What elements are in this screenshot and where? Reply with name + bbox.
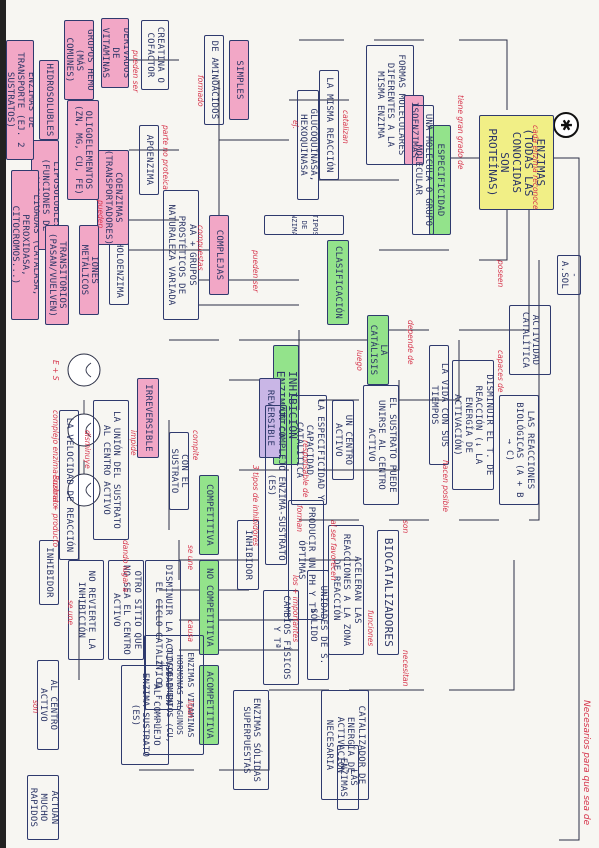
connector	[529, 260, 540, 521]
node-holoenzima: HOLOENZIMA	[109, 235, 129, 305]
link-label: son	[31, 700, 40, 714]
node-complejas: COMPLEJAS	[209, 215, 229, 295]
connector	[459, 210, 530, 331]
node-inhibidor-2: INHIBIDOR	[39, 540, 59, 605]
link-label: parte no proteica	[161, 125, 170, 190]
connector	[539, 157, 580, 841]
connector	[219, 700, 270, 771]
link-label: se une	[186, 545, 195, 571]
connector	[479, 210, 508, 261]
node-vitaminas-hidro: HIDROSOLUBLES	[39, 60, 59, 140]
node-union-sustrato: LA UNIÓN DEL SUSTRATO AL CENTRO ACTIVO	[93, 400, 129, 540]
link-label: Necesarios para que sea de	[581, 700, 591, 826]
node-sustrato-unirse: EL SUSTRATO PUEDE UNIRSE AL CENTRO ACTIV…	[363, 385, 399, 505]
node-actuan-rapido: ACTUAN MUCHO RAPIDOS	[27, 775, 59, 840]
node-misma-reaccion: LA MISMA REACCIÓN	[319, 70, 339, 180]
link-label: necesitan	[401, 650, 410, 687]
page-edge	[0, 0, 6, 848]
link-label: dando lugar a	[121, 540, 130, 593]
node-complejo-es: UN COMPLEJO ENZIMA-SUSTRATO (ES)	[265, 405, 287, 565]
node-catalasa: ENZIMAS SÓLIDAS SUPERPUESTAS	[233, 690, 269, 790]
link-label: disminuye	[83, 430, 92, 469]
link-label: Enzima + producto	[51, 475, 60, 548]
node-actividad-catalitica: ACTIVIDAD CATALÍTICA	[509, 305, 551, 375]
link-label: los + importantes	[291, 575, 300, 643]
link-label: pueden ser	[251, 250, 260, 293]
node-transitorios: TRANSITORIOS (pasan/vuelven)	[45, 225, 69, 325]
node-tipos-enzimas: TIPOS DE ENZIMAS	[264, 215, 344, 235]
node-grupo-hemo: GRUPOS HEMO (más comunes)	[64, 20, 94, 100]
node-cofactor: CREATINA O COFACTOR	[141, 20, 169, 90]
node-enzimas: ENZIMAS (todas las conocidas son proteín…	[479, 115, 554, 210]
enzyme-sketch	[85, 362, 92, 378]
node-simples: SIMPLES	[229, 40, 249, 120]
connector	[399, 340, 460, 401]
connector	[459, 39, 508, 110]
node-con-sustrato: CON EL SUSTRATO	[169, 432, 189, 510]
link-label: depende de	[406, 320, 415, 365]
link-label: forman	[295, 505, 304, 532]
node-apoenzima: APOENZIMA	[139, 125, 159, 195]
node-ligados: LIGADAS (Catalasa, Peroxidasa, citocromo…	[11, 170, 39, 320]
link-label: causa	[186, 620, 195, 642]
link-label: formado	[196, 75, 205, 107]
node-velocidad-reaccion: LA VELOCIDAD DE REACCIÓN	[59, 410, 79, 560]
link-label: tiene gran grado de	[456, 95, 465, 170]
node-grupos-prosteticos: AA + GRUPOS PROSTÉTICOS DE NATURALEZA VA…	[163, 190, 199, 320]
node-una-molecula: UNA MOLÉCULA O GRUPO MOLECULAR	[412, 105, 434, 235]
node-biocatalizadores: BIOCATALIZADORES	[377, 530, 399, 655]
node-a-sol: - a.sol	[557, 255, 581, 295]
link-label: E + S	[51, 360, 60, 381]
node-competitiva: COMPETITIVA	[199, 475, 219, 555]
star-marker: ✱	[553, 112, 579, 138]
node-oligoelementos: OLIGOELEMENTOS (Zn, Mg, Cu, Fe)	[67, 100, 99, 200]
node-reacciones-biologicas: LAS REACCIONES BIOLÓGICAS (A + B → C)	[499, 395, 539, 505]
link-label: son	[401, 520, 410, 534]
node-sales-vitaminas: ENZIMAS VITAMINAS HORMONAS ALGUNOS OLIGO…	[144, 635, 204, 755]
node-clasificacion: CLASIFICACIÓN	[327, 240, 349, 325]
link-label: pueden ser	[131, 50, 140, 93]
node-al-centro-activo: AL CENTRO ACTIVO	[37, 660, 59, 750]
node-iones-metalicos: IONES METÁLICOS	[79, 225, 99, 315]
link-label: ligan	[186, 700, 195, 719]
link-label: cada enzima reconoce	[531, 125, 540, 210]
link-label: pueden	[96, 200, 105, 229]
link-label: compite	[191, 430, 200, 461]
link-label: se une	[66, 600, 75, 626]
link-label: hacen posible	[441, 460, 450, 513]
node-irreversible: IRREVERSIBLE	[137, 378, 159, 458]
connector	[319, 380, 400, 471]
link-label: 3 tipos de inhibidores	[251, 465, 260, 547]
node-disminuir-energia: DISMINUIR EL T. DE REACCIÓN (↓ LA ENERGÍ…	[452, 360, 494, 490]
enzyme-sketch	[85, 422, 92, 438]
link-label: ej.	[291, 120, 300, 130]
node-las-enzimas: LAS ENZIMAS	[337, 745, 359, 810]
node-fosfatos: ENZIMAS DE TRANSPORTE (ej. 2 sustratos)	[6, 40, 34, 160]
link-label: capaces de	[496, 350, 505, 393]
link-label: responsable de	[301, 440, 310, 498]
link-label: catalizan	[341, 110, 350, 144]
node-coenzimas: COENZIMAS (transportadores)	[97, 150, 129, 245]
node-la-catalisis: LA CATÁLISIS	[367, 315, 389, 385]
link-label: poseen	[496, 260, 505, 288]
link-label: funciones	[366, 610, 375, 647]
node-glucoquinasa: GLUCOQUINASA, HEXOQUINASA	[297, 90, 319, 200]
node-un-centro-activo: UN CENTRO ACTIVO	[332, 400, 354, 480]
node-aminoacidos: DE AMINOÁCIDOS	[204, 35, 224, 125]
link-label: compuestas	[196, 225, 205, 271]
enzyme-sketch	[67, 353, 101, 387]
link-label: impide	[129, 430, 138, 456]
enzyme-sketch	[85, 482, 92, 498]
node-derivados: DERIVADOS DE VITAMINAS	[101, 18, 129, 88]
link-label: luego	[355, 350, 364, 371]
node-vida-tiempos: LA VIDA CON SUS TIEMPOS	[429, 345, 449, 465]
link-label: al ser favorecen	[329, 520, 338, 581]
connector	[449, 560, 515, 691]
